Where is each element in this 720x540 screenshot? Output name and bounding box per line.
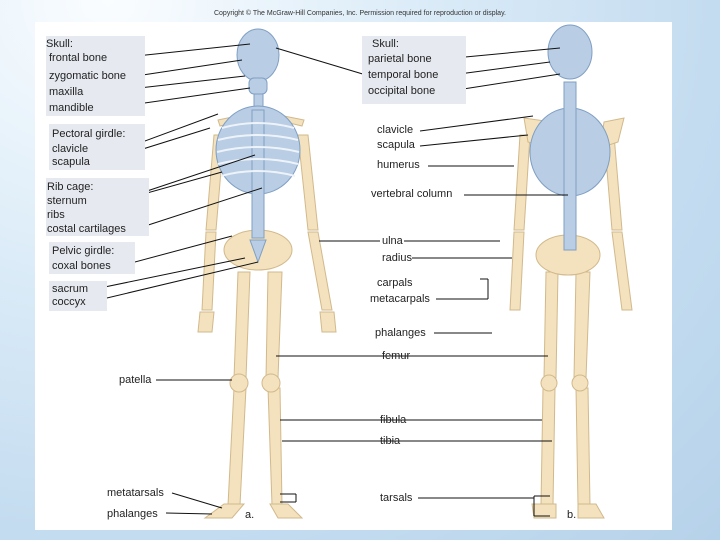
label-carpals: carpals [377,277,413,289]
label-scapula-left: scapula [52,156,90,168]
label-pelvic-girdle: Pelvic girdle: [52,245,115,257]
label-sternum: sternum [47,195,87,207]
label-temporal-bone: temporal bone [368,69,439,81]
sacrum-label-box [49,281,107,311]
label-skull-right: Skull: [372,38,399,50]
label-zygomatic-bone: zygomatic bone [49,70,127,82]
anterior-ribs [216,122,300,177]
label-clavicle-right: clavicle [377,124,414,136]
label-tarsals: tarsals [380,492,413,504]
label-ribs: ribs [47,209,65,221]
label-skull-left: Skull: [46,38,73,50]
label-vertebral-column: vertebral column [371,188,453,200]
label-humerus: humerus [377,159,420,171]
label-radius: radius [382,252,412,264]
label-metatarsals: metatarsals [107,487,164,499]
label-patella: patella [119,374,152,386]
label-phalanges-hand: phalanges [375,327,426,339]
label-maxilla: maxilla [49,86,84,98]
label-scapula-right: scapula [377,139,415,151]
skull-label-box-left [46,36,145,116]
label-ulna: ulna [382,235,403,247]
anterior-axial [215,28,301,264]
label-frontal-bone: frontal bone [49,52,108,64]
label-femur: femur [382,350,411,362]
label-coxal-bones: coxal bones [52,260,111,272]
label-clavicle-left: clavicle [52,143,89,155]
label-costal-cartilages: costal cartilages [47,223,126,235]
posterior-axial [529,24,611,251]
panel-label-a: a. [245,509,255,521]
ribcage-label-box [46,178,149,236]
label-mandible: mandible [49,102,94,114]
pectoral-label-box [49,124,145,170]
skull-label-box-right [362,36,466,104]
label-tibia: tibia [380,435,401,447]
label-coccyx: coccyx [52,296,86,308]
label-sacrum: sacrum [52,283,89,295]
pelvic-label-box [49,242,135,274]
label-fibula: fibula [380,414,407,426]
label-occipital-bone: occipital bone [368,85,436,97]
label-rib-cage: Rib cage: [47,181,94,193]
label-metacarpals: metacarpals [370,293,430,305]
label-pectoral-girdle: Pectoral girdle: [52,128,126,140]
panel-label-b: b. [567,509,577,521]
label-parietal-bone: parietal bone [368,53,432,65]
label-phalanges-foot: phalanges [107,508,158,520]
posterior-skeleton [509,117,633,519]
copyright-notice: Copyright © The McGraw-Hill Companies, I… [213,10,506,17]
